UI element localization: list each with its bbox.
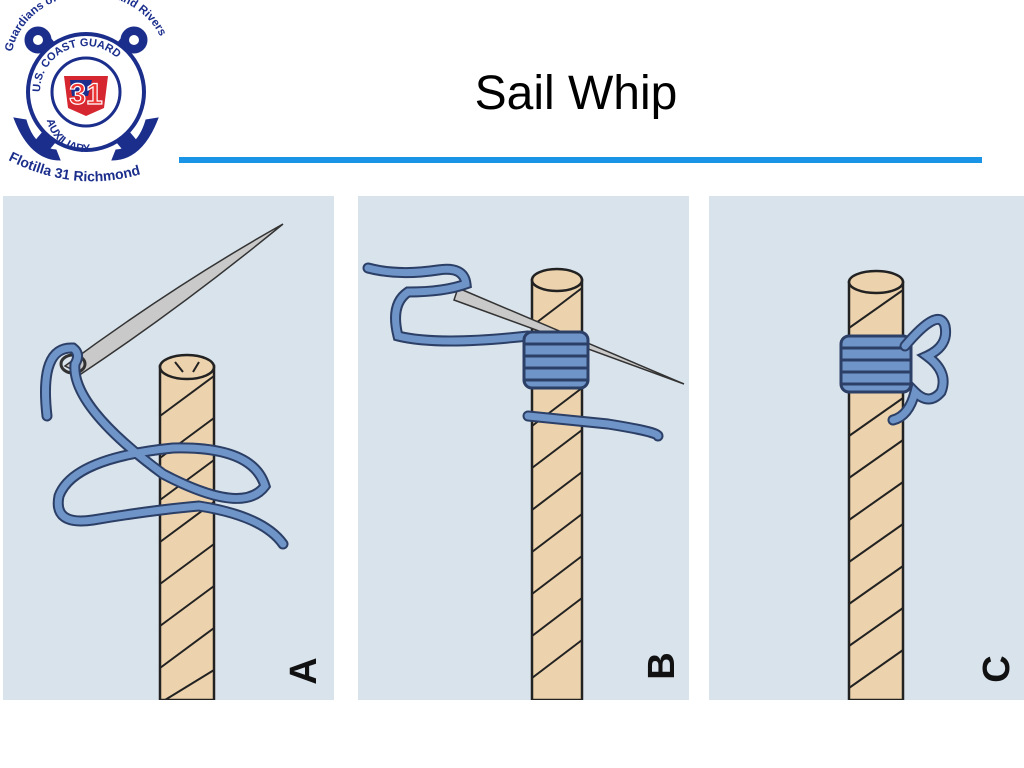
title-divider — [179, 157, 982, 163]
twine-b — [362, 262, 664, 442]
slide-title: Sail Whip — [474, 67, 678, 120]
panel-b: B — [358, 196, 689, 700]
twine-a — [39, 342, 289, 550]
panel-c: C — [709, 196, 1024, 700]
logo-emblem-icon: 31 Guardians of our Lakes and Rivers U.S… — [3, 0, 168, 184]
panel-label-c: C — [976, 655, 1018, 683]
rope-a — [158, 353, 216, 700]
panel-b-illustration — [358, 196, 689, 700]
flotilla-logo: 31 Guardians of our Lakes and Rivers U.S… — [0, 0, 172, 190]
panel-c-illustration — [709, 196, 1024, 700]
panel-a-illustration — [3, 196, 334, 700]
panel-label-a: A — [283, 657, 325, 685]
panel-a: A — [3, 196, 334, 700]
twine-c — [839, 313, 952, 426]
logo-badge-number: 31 — [69, 78, 102, 111]
panel-label-b: B — [641, 652, 683, 680]
